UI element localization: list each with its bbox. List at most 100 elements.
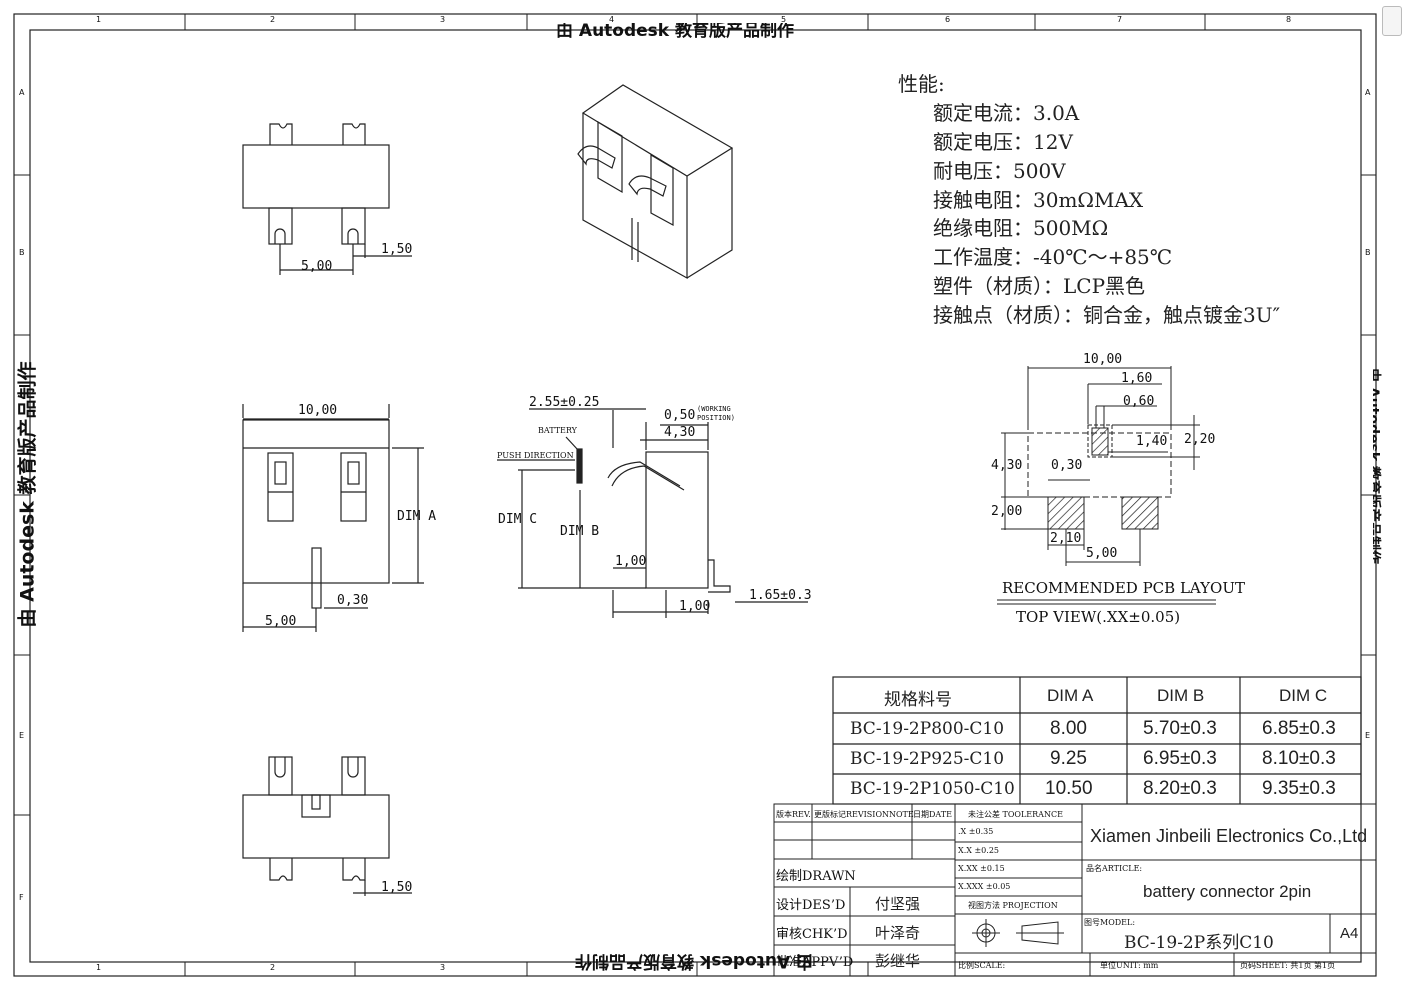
isometric-view xyxy=(577,84,734,280)
pcb-dim-060: 0,60 xyxy=(1123,394,1155,409)
inner-frame xyxy=(29,29,1362,963)
pcb-dim-430: 4,30 xyxy=(991,458,1023,473)
tb-scale: 比例SCALE: xyxy=(958,961,1006,970)
tb-tol-2: X.X ±0.25 xyxy=(958,846,999,855)
tb-revision-note: 更版标记REVISIONNOTE xyxy=(814,810,914,819)
spec-rated-voltage: 额定电压：12V xyxy=(933,130,1073,154)
spec-withstand-voltage: 耐电压：500V xyxy=(933,159,1066,183)
zone-col-3-bottom: 3 xyxy=(440,963,446,972)
side-view xyxy=(497,408,808,618)
pcb-dim-220: 2,20 xyxy=(1184,432,1216,447)
table-row-1-part: BC-19-2P800-C10 xyxy=(850,719,1005,739)
zone-col-3: 3 xyxy=(440,15,446,24)
table-header-dim-b: DIM B xyxy=(1157,686,1205,705)
zone-col-2-bottom: 2 xyxy=(270,963,276,972)
tb-designer: 付坚强 xyxy=(875,895,921,913)
tb-article-label: 品名ARTICLE: xyxy=(1086,864,1143,873)
table-row-2-dim-c: 8.10±0.3 xyxy=(1262,748,1336,769)
spec-contact-material: 接触点（材质）：铜合金，触点镀金3U″ xyxy=(933,303,1281,327)
pcb-layout-title: RECOMMENDED PCB LAYOUT xyxy=(1002,579,1245,597)
tb-company: Xiamen Jinbeili Electronics Co.,Ltd xyxy=(1090,826,1368,846)
dim-side-tail: 1.65±0.3 xyxy=(749,588,812,603)
zone-row-e-right: E xyxy=(1365,731,1371,740)
table-header-dim-a: DIM A xyxy=(1047,686,1094,705)
table-row-3-dim-b: 8.20±0.3 xyxy=(1143,778,1217,799)
bottom-view xyxy=(242,756,412,896)
push-direction-label: PUSH DIRECTION xyxy=(497,451,574,460)
dim-bottom-pad: 1,50 xyxy=(381,880,413,895)
table-row-3-dim-a: 10.50 xyxy=(1045,778,1093,799)
zone-col-1: 1 xyxy=(96,15,102,24)
dim-side-top: 2.55±0.25 xyxy=(529,395,600,410)
tb-article: battery connector 2pin xyxy=(1143,882,1312,901)
dim-front-pitch: 5,00 xyxy=(265,614,297,629)
tb-approver: 彭继华 xyxy=(875,952,921,970)
zone-col-4: 4 xyxy=(609,15,615,24)
dim-side-depth: 4,30 xyxy=(664,425,696,440)
table-row-1-dim-b: 5.70±0.3 xyxy=(1143,718,1217,739)
dim-top-pad: 1,50 xyxy=(381,242,413,257)
pcb-dim-160: 1,60 xyxy=(1121,371,1153,386)
pcb-dim-210: 2,10 xyxy=(1050,531,1082,546)
tb-size: A4 xyxy=(1340,925,1359,942)
tb-rev: 版本REV. xyxy=(776,810,811,819)
tb-tol-1: .X ±0.35 xyxy=(958,827,994,836)
tb-tolerance: 未注公差 TOOLERANCE xyxy=(968,810,1063,819)
tb-projection: 视图方法 PROJECTION xyxy=(968,901,1058,910)
table-row-2-dim-a: 9.25 xyxy=(1050,748,1087,769)
zone-row-a-right: A xyxy=(1365,88,1371,97)
zone-row-f: F xyxy=(19,893,24,902)
table-row-2-part: BC-19-2P925-C10 xyxy=(850,749,1005,769)
spec-rated-current: 额定电流：3.0A xyxy=(933,101,1080,125)
dim-top-pitch: 5,00 xyxy=(301,259,333,274)
zone-row-e: E xyxy=(19,731,25,740)
dim-front-pin: 0,30 xyxy=(337,593,369,608)
pcb-dim-500: 5,00 xyxy=(1086,546,1118,561)
tb-drawn: 绘制DRAWN xyxy=(776,869,856,884)
title-block-grid xyxy=(773,803,1377,977)
pcb-layout-subtitle: TOP VIEW(.XX±0.05) xyxy=(1016,608,1181,626)
table-row-3-dim-c: 9.35±0.3 xyxy=(1262,778,1336,799)
pcb-dim-140: 1,40 xyxy=(1136,434,1168,449)
tb-date: 日期DATE xyxy=(913,810,952,819)
pcb-layout xyxy=(997,366,1216,605)
zone-col-2: 2 xyxy=(270,15,276,24)
table-header-dim-c: DIM C xyxy=(1279,686,1328,705)
zone-col-5: 5 xyxy=(781,15,787,24)
dim-b-label: DIM B xyxy=(560,524,600,539)
table-row-1-dim-a: 8.00 xyxy=(1050,718,1087,739)
tb-design: 设计DES’D xyxy=(776,898,846,913)
zone-col-7: 7 xyxy=(1117,15,1123,24)
scroll-up-button[interactable] xyxy=(1382,6,1402,36)
zone-row-a: A xyxy=(19,88,25,97)
working-position-note: (WORKING POSITION) xyxy=(697,405,735,422)
spec-housing-material: 塑件（材质）：LCP黑色 xyxy=(933,274,1146,298)
tb-checker: 叶泽奇 xyxy=(875,924,921,942)
dim-side-100a: 1,00 xyxy=(615,554,647,569)
table-row-2-dim-b: 6.95±0.3 xyxy=(1143,748,1217,769)
tb-model-label: 图号MODEL: xyxy=(1084,918,1136,927)
watermark-top: 由 Autodesk 教育版产品制作 xyxy=(556,21,795,41)
tb-tol-4: X.XXX ±0.05 xyxy=(958,882,1011,891)
tb-tol-3: X.XX ±0.15 xyxy=(958,864,1005,873)
tb-model: BC-19-2P系列C10 xyxy=(1124,933,1274,953)
spec-operating-temperature: 工作温度：-40℃～+85℃ xyxy=(933,245,1173,269)
dim-a-label: DIM A xyxy=(397,509,437,524)
zone-col-6: 6 xyxy=(945,15,951,24)
tb-approve: 批准APPV’D xyxy=(776,955,854,970)
dim-c-label: DIM C xyxy=(498,512,538,527)
zone-col-1-bottom: 1 xyxy=(96,963,102,972)
pcb-dim-width: 10,00 xyxy=(1083,352,1123,367)
front-view xyxy=(242,404,424,632)
table-row-1-dim-c: 6.85±0.3 xyxy=(1262,718,1336,739)
battery-label: BATTERY xyxy=(538,426,577,435)
spec-heading: 性能: xyxy=(898,72,945,96)
zone-ticks xyxy=(14,14,1376,976)
tb-sheet: 页码SHEET: 共1页 第1页 xyxy=(1240,961,1336,970)
dim-front-width: 10,00 xyxy=(298,403,338,418)
table-header-part: 规格料号 xyxy=(884,690,952,709)
tb-check: 审核CHK’D xyxy=(776,927,848,942)
top-view xyxy=(242,123,412,275)
pcb-dim-030: 0,30 xyxy=(1051,458,1083,473)
